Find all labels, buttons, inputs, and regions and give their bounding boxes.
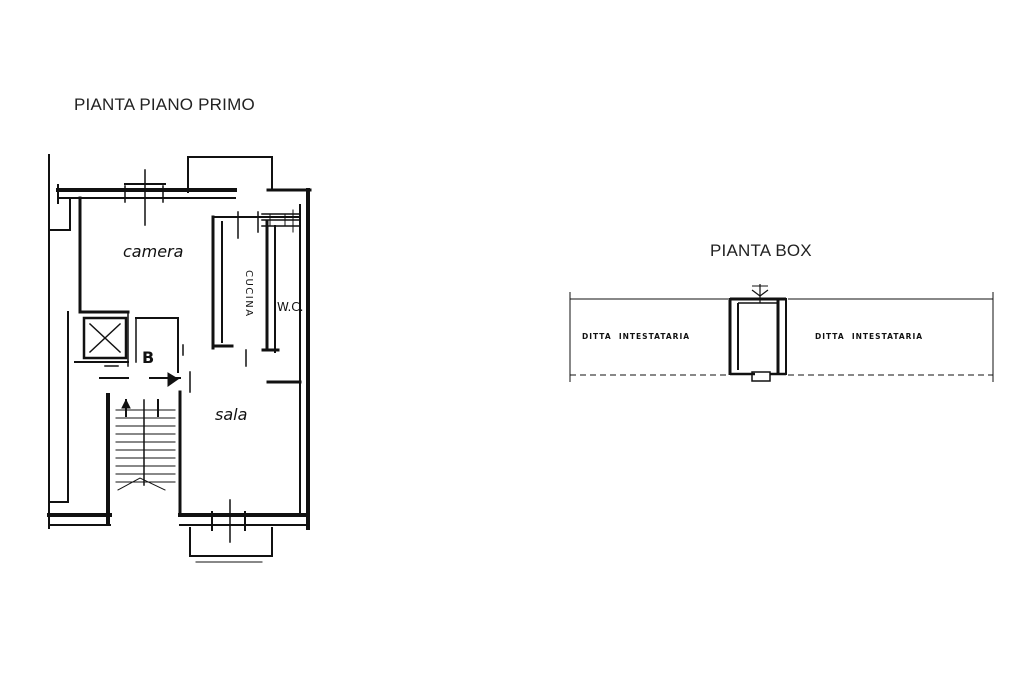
floor-plan-title: PIANTA PIANO PRIMO: [74, 95, 255, 114]
first-floor-plan: [47, 154, 312, 563]
box-plan-title: PIANTA BOX: [710, 241, 812, 260]
room-label-sala: sala: [215, 405, 247, 424]
box-plan: [569, 284, 994, 382]
neighbor-label-right: DITTA INTESTATARIA: [815, 332, 923, 341]
room-label-cucina: CUCINA: [243, 270, 254, 318]
room-label-camera: camera: [123, 242, 183, 261]
neighbor-label-left: DITTA INTESTATARIA: [582, 332, 690, 341]
room-label-closet: B: [142, 348, 154, 367]
room-label-wc: W.C.: [277, 300, 304, 314]
